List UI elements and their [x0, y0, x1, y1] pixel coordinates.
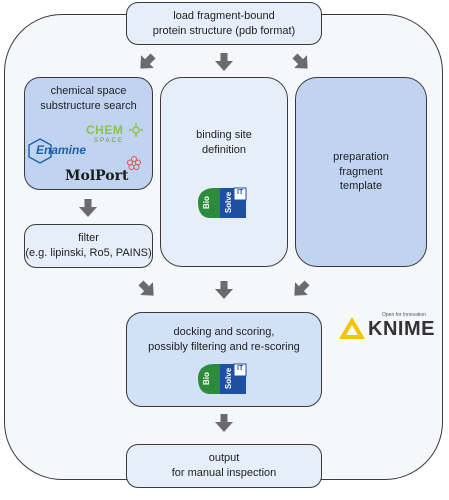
bind-line-2: definition — [201, 143, 247, 156]
biosolveit-mark — [198, 363, 247, 394]
filter-line-2: (e.g. lipinski, Ro5, PAINS) — [25, 247, 152, 259]
knime-triangle-icon — [339, 317, 365, 339]
arrow-down-icon — [215, 281, 233, 299]
chemspace-top-text: CHEM — [86, 123, 124, 137]
arrow-down-icon — [215, 414, 233, 432]
arrow-down-icon — [215, 53, 233, 71]
load-line-2: protein structure (pdb format) — [152, 24, 296, 37]
dock-line-2: possibly filtering and re-scoring — [148, 340, 300, 353]
knime-tagline: Open for Innovation — [382, 312, 426, 318]
chem-line-2: substructure search — [40, 99, 137, 112]
binding-site-node: binding site definition — [160, 77, 288, 267]
prep-line-1: preparation — [333, 150, 389, 163]
molport-text: MolPort — [65, 168, 129, 184]
biosolve-it-text: IT — [237, 365, 244, 372]
biosolve-bio-text: Bio — [201, 196, 211, 209]
prep-line-2: fragment — [339, 165, 383, 178]
chem-line-1: chemical space — [50, 85, 127, 97]
molport-flower-icon — [127, 156, 141, 170]
enamine-logo: Enamine — [28, 138, 86, 164]
filter-node: filter (e.g. lipinski, Ro5, PAINS) — [24, 224, 153, 268]
arrow-diagonal-icon — [288, 49, 315, 76]
chemspace-atom-icon — [129, 123, 143, 137]
enamine-hex-icon — [28, 138, 52, 164]
dock-line-1: docking and scoring, — [173, 326, 275, 338]
biosolve-solve-text: Solve — [224, 367, 234, 390]
output-node: output for manual inspection — [126, 444, 322, 488]
prep-line-3: template — [339, 180, 383, 193]
out-line-2: for manual inspection — [171, 467, 277, 479]
knime-text: KNIME — [368, 318, 435, 340]
load-structure-node: load fragment-bound protein structure (p… — [126, 2, 322, 45]
biosolveit-logo: Bio Solve IT — [196, 360, 248, 396]
arrow-diagonal-icon — [287, 276, 314, 303]
chemspace-logo: CHEM SPACE — [86, 123, 146, 149]
chemical-space-node: chemical space substructure search — [24, 77, 153, 190]
bind-line-1: binding site — [196, 129, 252, 141]
biosolveit-logo: Bio Solve IT — [196, 184, 248, 220]
load-line-1: load fragment-bound — [173, 9, 275, 22]
chemspace-bottom-text: SPACE — [94, 138, 124, 144]
biosolve-solve-text: Solve — [224, 191, 234, 214]
arrow-diagonal-icon — [133, 49, 160, 76]
enamine-text: Enamine — [36, 143, 87, 157]
filter-line-1: filter — [78, 232, 99, 245]
knime-logo: Open for Innovation KNIME — [338, 312, 442, 342]
biosolve-bio-text: Bio — [201, 372, 211, 385]
arrow-down-icon — [79, 199, 97, 217]
molport-logo: MolPort — [65, 156, 145, 188]
biosolve-it-text: IT — [237, 189, 244, 196]
arrow-diagonal-icon — [134, 276, 161, 303]
biosolveit-mark — [198, 187, 247, 218]
out-line-1: output — [208, 452, 240, 465]
preparation-node: preparation fragment template — [295, 77, 427, 267]
